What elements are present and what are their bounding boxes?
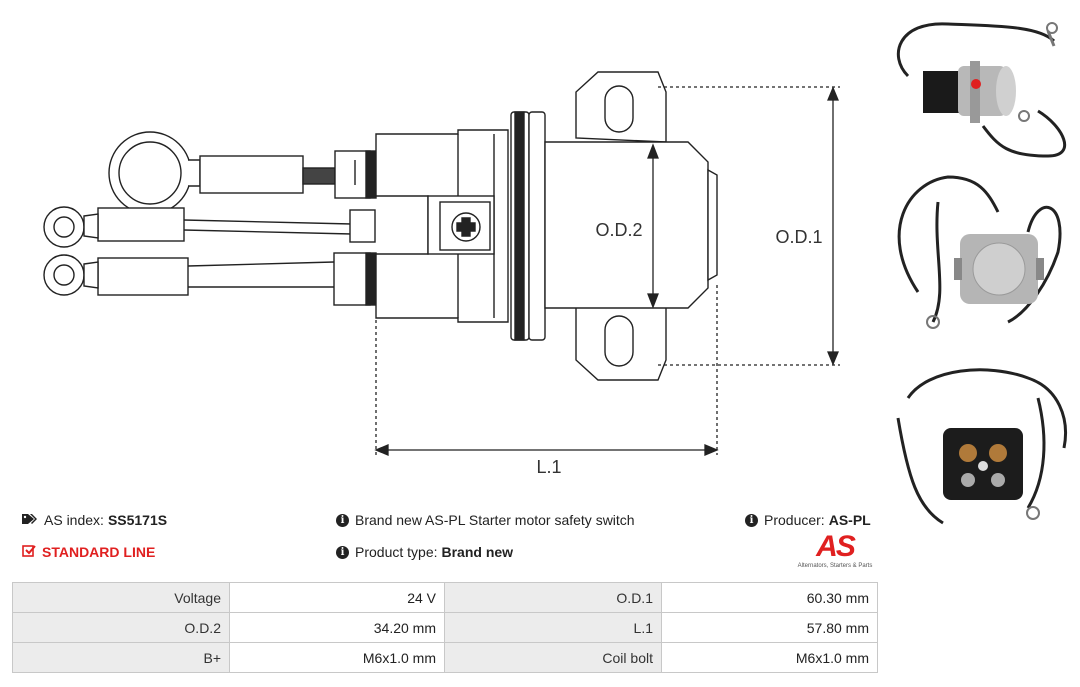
producer-label: Producer:: [764, 512, 825, 528]
spec-value: 34.20 mm: [229, 612, 445, 643]
description: i Brand new AS-PL Starter motor safety s…: [336, 512, 635, 528]
specs-table: Voltage 24 V O.D.1 60.30 mm O.D.2 34.20 …: [12, 582, 878, 673]
description-text: Brand new AS-PL Starter motor safety swi…: [355, 512, 635, 528]
info-icon: i: [745, 513, 758, 527]
product-type-value: Brand new: [441, 544, 514, 560]
spec-value: M6x1.0 mm: [661, 642, 878, 673]
spec-value: 24 V: [229, 582, 445, 613]
as-pl-logo: AS Alternators, Starters & Parts: [790, 530, 880, 573]
tags-icon: [22, 512, 38, 528]
table-row: B+ M6x1.0 mm Coil bolt M6x1.0 mm: [12, 642, 878, 673]
spec-value: 60.30 mm: [661, 582, 878, 613]
product-photo-1[interactable]: [888, 16, 1076, 166]
check-square-icon: [22, 544, 36, 560]
spec-value: M6x1.0 mm: [229, 642, 445, 673]
as-index-value: SS5171S: [107, 512, 168, 528]
spec-key: L.1: [444, 612, 662, 643]
l1-label: L.1: [536, 457, 561, 477]
standard-line-label: STANDARD LINE: [42, 544, 156, 560]
spec-key: O.D.1: [444, 582, 662, 613]
od1-label: O.D.1: [775, 227, 822, 247]
product-photo-2[interactable]: [888, 172, 1076, 344]
spec-key: B+: [12, 642, 230, 673]
logo-tagline: Alternators, Starters & Parts: [797, 563, 873, 569]
producer-value: AS-PL: [828, 512, 871, 528]
spec-key: Coil bolt: [444, 642, 662, 673]
info-icon: i: [336, 513, 349, 527]
product-photo-3[interactable]: [888, 358, 1076, 530]
standard-line: STANDARD LINE: [22, 544, 155, 560]
info-icon: i: [336, 545, 349, 559]
spec-key: Voltage: [12, 582, 230, 613]
table-row: Voltage 24 V O.D.1 60.30 mm: [12, 582, 878, 613]
logo-mark: AS: [816, 530, 856, 563]
od2-label: O.D.2: [595, 220, 642, 240]
product-type-label: Product type:: [355, 544, 438, 560]
table-row: O.D.2 34.20 mm L.1 57.80 mm: [12, 612, 878, 643]
technical-drawing: O.D.2 O.D.1 L.1: [43, 71, 840, 477]
as-index-label: AS index:: [44, 512, 104, 528]
spec-key: O.D.2: [12, 612, 230, 643]
as-index: AS index: SS5171S: [22, 512, 167, 528]
producer: i Producer: AS-PL: [745, 512, 871, 528]
spec-value: 57.80 mm: [661, 612, 878, 643]
solenoid-can: [544, 141, 709, 309]
cable-sleeve-top: [199, 155, 304, 194]
product-type: i Product type: Brand new: [336, 544, 513, 560]
